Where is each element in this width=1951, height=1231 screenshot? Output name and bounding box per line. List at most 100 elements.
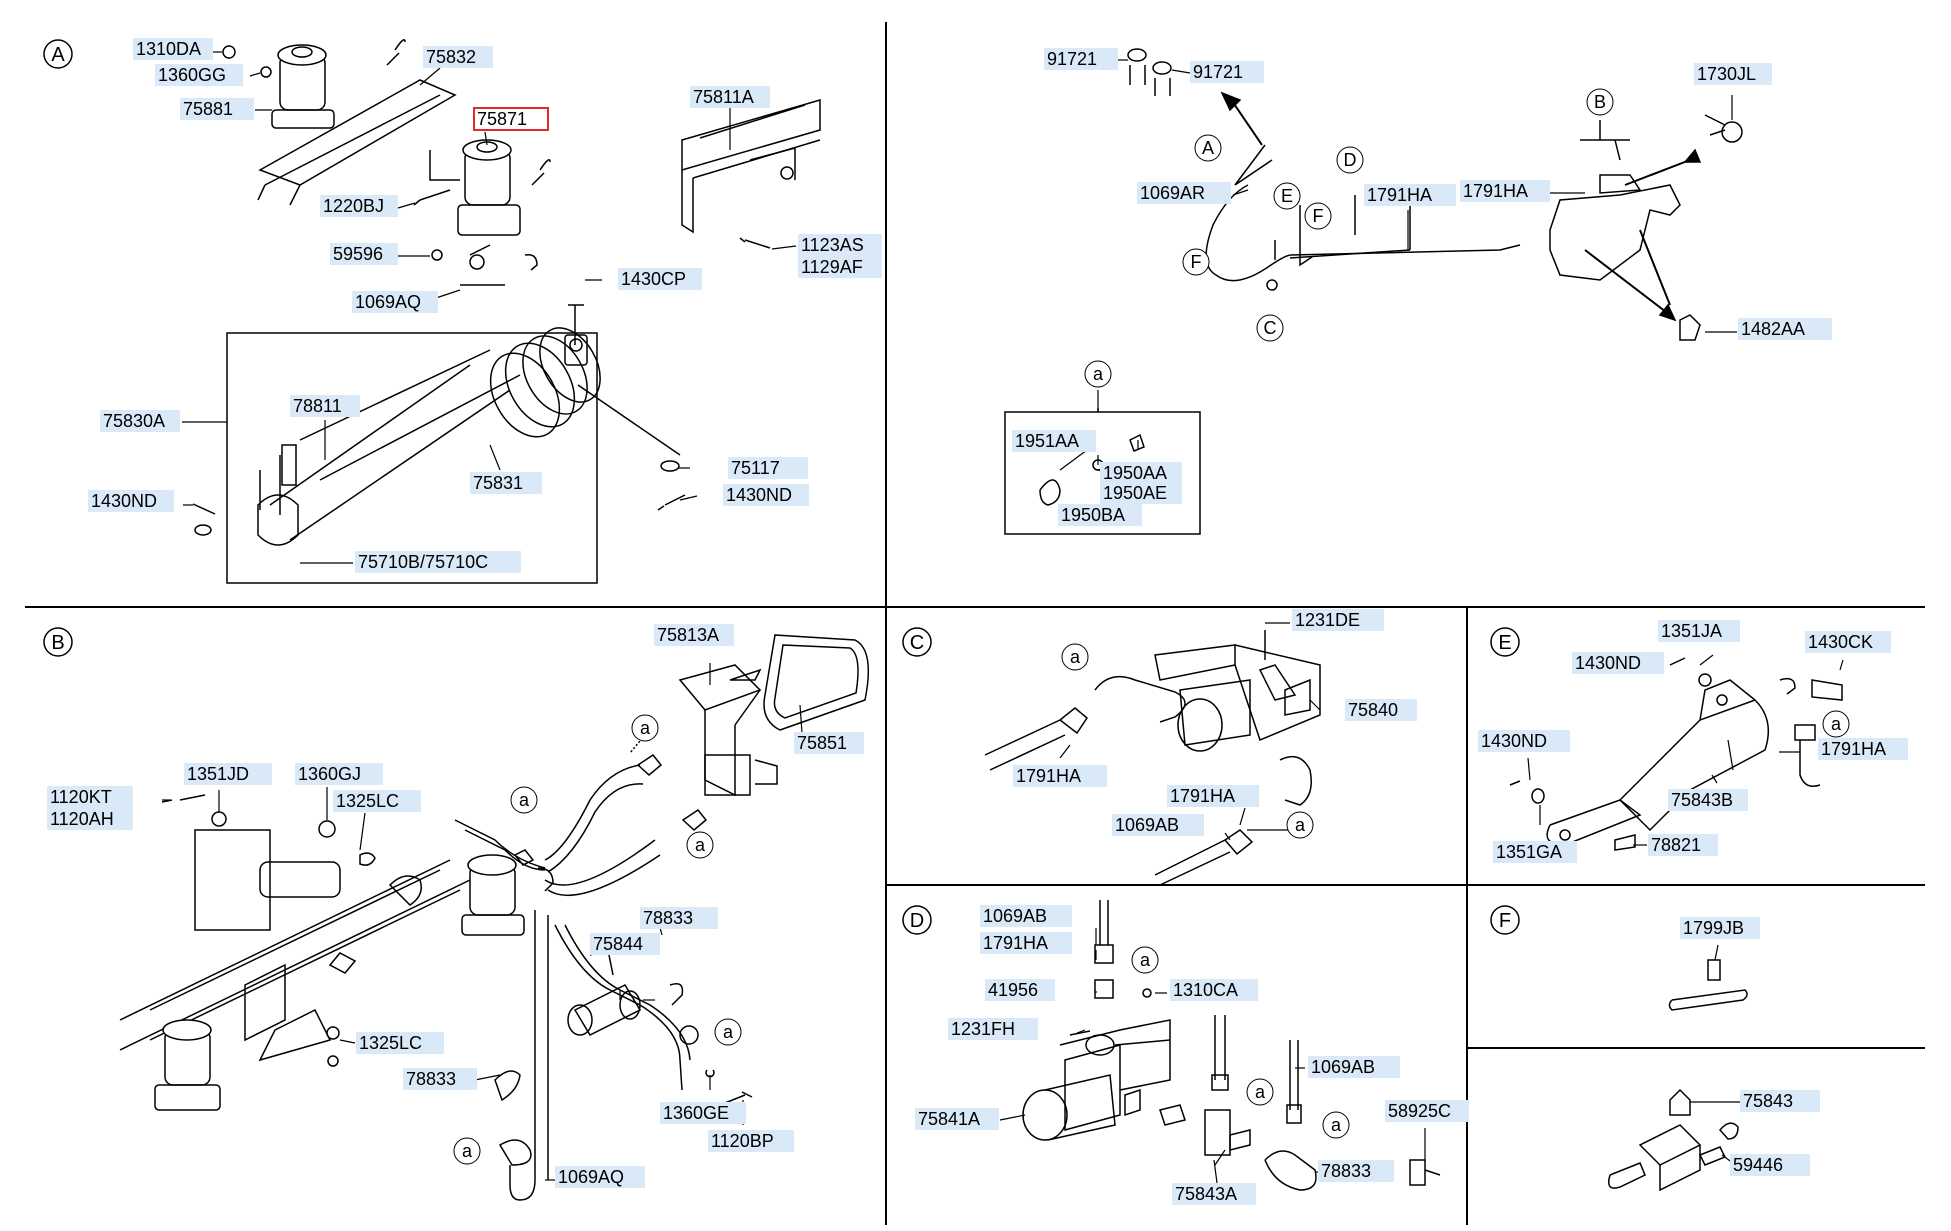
part-label-1325LC[interactable]: 1325LC: [356, 1032, 444, 1054]
part-label-75844[interactable]: 75844: [590, 933, 660, 955]
part-label-1730JL[interactable]: 1730JL: [1694, 63, 1772, 85]
part-label-1231FH[interactable]: 1231FH: [948, 1018, 1038, 1040]
part-label-1231DE[interactable]: 1231DE: [1292, 609, 1384, 631]
part-label-75843B[interactable]: 75843B: [1668, 789, 1748, 811]
part-label-1325LC[interactable]: 1325LC: [333, 790, 421, 812]
part-label-91721[interactable]: 91721: [1190, 61, 1264, 83]
part-label-78833[interactable]: 78833: [640, 907, 718, 929]
svg-text:a: a: [695, 835, 706, 855]
part-label-1482AA[interactable]: 1482AA: [1738, 318, 1832, 340]
part-label-1351GA[interactable]: 1351GA: [1493, 841, 1577, 863]
part-label-1791HA[interactable]: 1791HA: [980, 932, 1072, 954]
part-label-78821[interactable]: 78821: [1648, 834, 1718, 856]
part-label-1310DA[interactable]: 1310DA: [133, 38, 213, 60]
part-label-background: [1167, 785, 1259, 807]
part-label-1950AE[interactable]: 1950AE: [1100, 482, 1182, 504]
part-label-75851[interactable]: 75851: [794, 732, 864, 754]
part-label-1069AQ[interactable]: 1069AQ: [555, 1166, 645, 1188]
svg-text:a: a: [1255, 1082, 1266, 1102]
part-label-1120BP[interactable]: 1120BP: [708, 1130, 794, 1152]
part-label-1129AF[interactable]: 1129AF: [798, 256, 882, 278]
part-label-75831[interactable]: 75831: [470, 472, 542, 494]
part-label-1069AB[interactable]: 1069AB: [980, 905, 1072, 927]
part-label-75117[interactable]: 75117: [728, 457, 808, 479]
part-label-78811[interactable]: 78811: [290, 395, 360, 417]
part-label-59596[interactable]: 59596: [330, 243, 398, 265]
part-label-91721[interactable]: 91721: [1044, 48, 1118, 70]
part-label-41956[interactable]: 41956: [985, 979, 1055, 1001]
part-number-text: 1129AF: [801, 257, 863, 277]
marker-a-b5: a: [453, 1137, 481, 1165]
part-label-background: [915, 1108, 999, 1130]
part-label-1220BJ[interactable]: 1220BJ: [320, 195, 398, 217]
part-label-1430ND[interactable]: 1430ND: [1478, 730, 1570, 752]
part-label-1120AH[interactable]: 1120AH: [47, 808, 133, 830]
part-number-text: 1351JD: [187, 764, 249, 784]
part-number-text: 1351GA: [1496, 842, 1562, 862]
part-label-background: [403, 1068, 477, 1090]
part-number-text: 1351JA: [1661, 621, 1722, 641]
part-label-1430ND[interactable]: 1430ND: [1572, 652, 1664, 674]
part-label-background: [690, 86, 770, 108]
part-label-background: [1318, 1160, 1394, 1182]
part-label-1351JA[interactable]: 1351JA: [1658, 620, 1740, 642]
part-label-75832[interactable]: 75832: [423, 46, 493, 68]
part-label-1430ND[interactable]: 1430ND: [723, 484, 809, 506]
part-label-1791HA[interactable]: 1791HA: [1013, 765, 1107, 787]
part-label-1950BA[interactable]: 1950BA: [1058, 504, 1142, 526]
part-label-75841A[interactable]: 75841A: [915, 1108, 999, 1130]
part-label-1069AR[interactable]: 1069AR: [1137, 182, 1231, 204]
part-number-text: 1231DE: [1295, 610, 1360, 630]
part-label-1791HA[interactable]: 1791HA: [1364, 184, 1456, 206]
part-number-text: 1360GJ: [298, 764, 361, 784]
svg-text:C: C: [1264, 318, 1277, 338]
part-label-background: [1364, 184, 1456, 206]
part-label-1123AS[interactable]: 1123AS: [798, 234, 882, 256]
part-label-background: [184, 763, 272, 785]
svg-text:A: A: [1202, 138, 1214, 158]
part-number-text: 1069AQ: [355, 292, 421, 312]
svg-text:a: a: [1140, 950, 1151, 970]
part-label-78833[interactable]: 78833: [403, 1068, 477, 1090]
part-label-75843A[interactable]: 75843A: [1172, 1183, 1256, 1205]
part-label-1069AB[interactable]: 1069AB: [1308, 1056, 1400, 1078]
part-label-75710B/75710C[interactable]: 75710B/75710C: [355, 551, 521, 573]
part-label-1950AA[interactable]: 1950AA: [1100, 462, 1182, 484]
part-label-1069AB[interactable]: 1069AB: [1112, 814, 1204, 836]
part-label-1351JD[interactable]: 1351JD: [184, 763, 272, 785]
part-label-1360GG[interactable]: 1360GG: [155, 64, 243, 86]
part-label-75871[interactable]: 75871: [473, 107, 549, 131]
part-label-75840[interactable]: 75840: [1345, 699, 1417, 721]
part-label-75881[interactable]: 75881: [180, 98, 254, 120]
marker-E-top: E: [1273, 182, 1301, 210]
part-label-75830A[interactable]: 75830A: [100, 410, 180, 432]
part-label-1430CP[interactable]: 1430CP: [618, 268, 702, 290]
part-label-1799JB[interactable]: 1799JB: [1680, 917, 1760, 939]
part-label-1791HA[interactable]: 1791HA: [1818, 738, 1908, 760]
part-label-1791HA[interactable]: 1791HA: [1460, 180, 1550, 202]
part-label-1430CK[interactable]: 1430CK: [1805, 631, 1891, 653]
part-label-background: [723, 484, 809, 506]
part-label-58925C[interactable]: 58925C: [1385, 1100, 1469, 1122]
part-label-1360GE[interactable]: 1360GE: [660, 1102, 746, 1124]
part-label-background: [355, 551, 521, 573]
part-label-75811A[interactable]: 75811A: [690, 86, 770, 108]
part-label-1951AA[interactable]: 1951AA: [1012, 430, 1096, 452]
marker-a-top-right-box: a: [1084, 360, 1112, 388]
part-label-75813A[interactable]: 75813A: [654, 624, 734, 646]
part-label-1791HA[interactable]: 1791HA: [1167, 785, 1259, 807]
part-label-background: [1137, 182, 1231, 204]
part-label-background: [1694, 63, 1772, 85]
part-label-59446[interactable]: 59446: [1730, 1154, 1810, 1176]
part-label-1310CA[interactable]: 1310CA: [1170, 979, 1258, 1001]
part-label-1069AQ[interactable]: 1069AQ: [352, 291, 438, 313]
part-number-text: 75844: [593, 934, 643, 954]
part-label-75843[interactable]: 75843: [1740, 1090, 1820, 1112]
part-label-1430ND[interactable]: 1430ND: [88, 490, 174, 512]
part-number-text: 75831: [473, 473, 523, 493]
part-label-78833[interactable]: 78833: [1318, 1160, 1394, 1182]
marker-a-b2: a: [510, 786, 538, 814]
part-label-1120KT[interactable]: 1120KT: [47, 786, 133, 808]
part-label-1360GJ[interactable]: 1360GJ: [295, 763, 383, 785]
part-label-background: [1493, 841, 1577, 863]
